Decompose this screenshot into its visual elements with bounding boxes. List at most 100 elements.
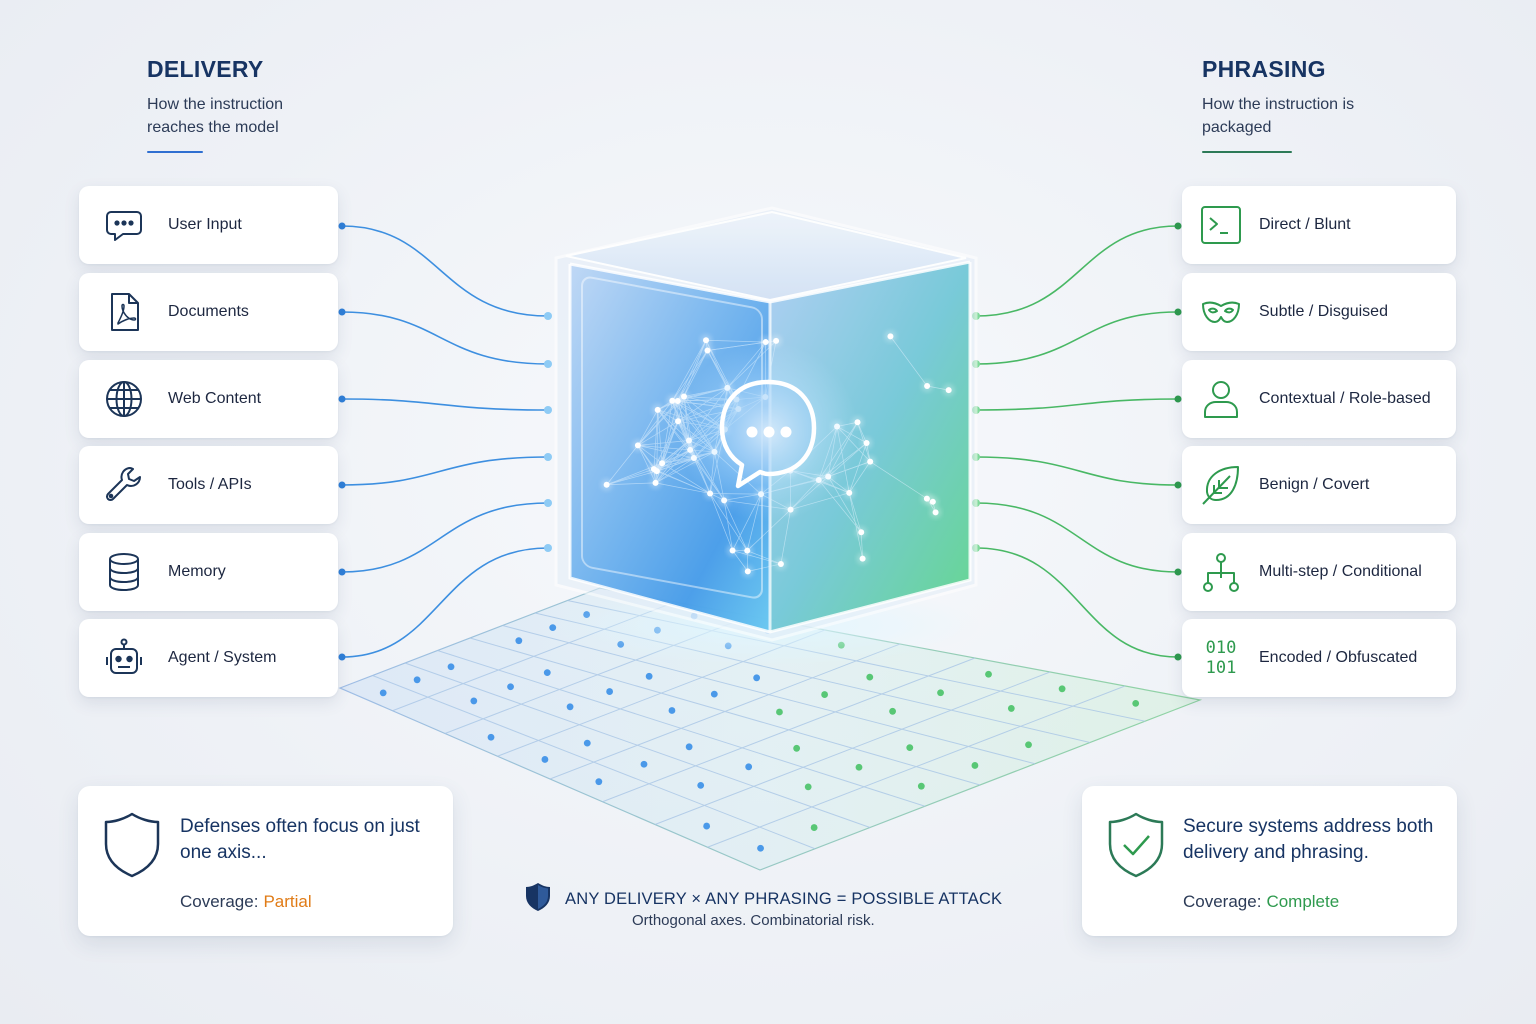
delivery-connector (341, 547, 549, 658)
grid-dot (697, 781, 705, 789)
delivery-connector (341, 502, 549, 573)
binary-icon: 010 101 (1200, 637, 1242, 679)
network-node (654, 406, 661, 413)
grid-dot (507, 683, 514, 691)
connector-dot (1174, 222, 1182, 230)
network-node (867, 458, 874, 465)
connector-dot (544, 406, 552, 414)
delivery-connector (341, 311, 549, 365)
grid-dot (470, 697, 478, 705)
phrasing-connector (975, 547, 1179, 658)
phrasing-connector (975, 502, 1179, 573)
robot-icon (103, 637, 145, 679)
grid-dot (515, 637, 523, 645)
network-node (945, 387, 952, 394)
connector-dot (1174, 481, 1182, 489)
phrasing-header: PHRASING How the instruction is packaged (1202, 56, 1392, 153)
delivery-item-user-input: User Input (79, 186, 338, 264)
phrasing-item-label: Contextual / Role-based (1259, 390, 1431, 407)
connector-dot (338, 568, 346, 576)
grid-dot (703, 822, 711, 830)
binary-glyph-bottom: 101 (1205, 658, 1237, 678)
grid-dot (379, 689, 387, 697)
phrasing-item-label: Multi-step / Conditional (1259, 563, 1422, 580)
database-icon (103, 551, 145, 593)
secure-coverage: Coverage:Complete (1183, 892, 1339, 912)
formula-text: ANY DELIVERY × ANY PHRASING = POSSIBLE A… (565, 890, 1003, 908)
delivery-title: DELIVERY (147, 56, 264, 82)
connector-dot (1174, 395, 1182, 403)
grid-dot (1007, 705, 1015, 712)
wrench-icon (103, 464, 145, 506)
connector-dot (1174, 653, 1182, 661)
grid-dot (487, 733, 495, 741)
connector-dot (544, 499, 552, 507)
network-node (704, 347, 711, 354)
network-node (859, 555, 866, 562)
coverage-value-complete: Complete (1266, 892, 1340, 911)
network-node (744, 568, 751, 575)
grid-dot (971, 762, 979, 769)
terminal-icon (1200, 204, 1242, 246)
network-node (932, 509, 939, 516)
grid-dot (776, 708, 783, 716)
grid-dot (810, 824, 818, 831)
phrasing-item-multistep: Multi-step / Conditional (1182, 533, 1456, 611)
defenses-text: Defenses often focus on just one axis... (180, 816, 420, 863)
grid-dot (606, 688, 614, 695)
grid-dot (541, 756, 549, 763)
phrasing-item-label: Direct / Blunt (1259, 216, 1351, 233)
grid-dot (821, 691, 829, 698)
delivery-item-label: Documents (168, 303, 249, 320)
phrasing-subtitle: How the instruction is packaged (1202, 96, 1355, 136)
shield-icon (102, 810, 162, 885)
phrasing-connector (975, 311, 1179, 365)
network-node (887, 333, 894, 340)
person-icon (1200, 378, 1242, 420)
grid-dot (985, 670, 992, 678)
grid-dot (937, 689, 944, 697)
grid-dot (906, 744, 914, 752)
grid-dot (745, 763, 753, 771)
defenses-coverage: Coverage:Partial (180, 892, 312, 912)
pdf-document-icon (103, 291, 145, 333)
delivery-item-label: Memory (168, 563, 226, 580)
formula: ANY DELIVERY × ANY PHRASING = POSSIBLE A… (525, 882, 1002, 917)
network-node (652, 479, 659, 486)
connector-dot (1174, 308, 1182, 316)
connector-dot (544, 312, 552, 320)
network-node (634, 442, 641, 449)
connector-dot (338, 222, 346, 230)
formula-subtext: Orthogonal axes. Combinatorial risk. (632, 912, 875, 929)
grid-dot (1058, 685, 1066, 693)
grid-dot (413, 676, 421, 684)
delivery-subtitle: How the instruction reaches the model (147, 96, 284, 136)
chat-bubble-icon (719, 379, 817, 489)
phrasing-item-encoded: 010 101 Encoded / Obfuscated (1182, 619, 1456, 697)
coverage-value-partial: Partial (263, 892, 312, 911)
branching-icon (1200, 551, 1242, 593)
network-node (744, 547, 751, 554)
phrasing-connector (975, 456, 1179, 486)
delivery-item-label: Web Content (168, 390, 262, 407)
grid-dot (595, 778, 603, 786)
connector-dot (338, 653, 346, 661)
grid-dot (793, 744, 801, 752)
grid-dot (804, 783, 812, 791)
delivery-item-label: Tools / APIs (168, 476, 252, 493)
secure-card: Secure systems address both delivery and… (1082, 786, 1457, 936)
defenses-card: Defenses often focus on just one axis...… (78, 786, 453, 936)
delivery-connector (341, 398, 549, 411)
phrasing-connector (975, 225, 1179, 317)
delivery-connectors (338, 222, 552, 661)
globe-icon (103, 378, 145, 420)
phrasing-item-contextual-role: Contextual / Role-based (1182, 360, 1456, 438)
grid-dot (753, 674, 761, 682)
delivery-item-label: Agent / System (168, 649, 277, 666)
network-node (929, 498, 936, 505)
delivery-connector (341, 456, 549, 486)
connector-dot (544, 453, 552, 461)
connector-dot (544, 360, 552, 368)
grid-dot (1132, 699, 1140, 707)
